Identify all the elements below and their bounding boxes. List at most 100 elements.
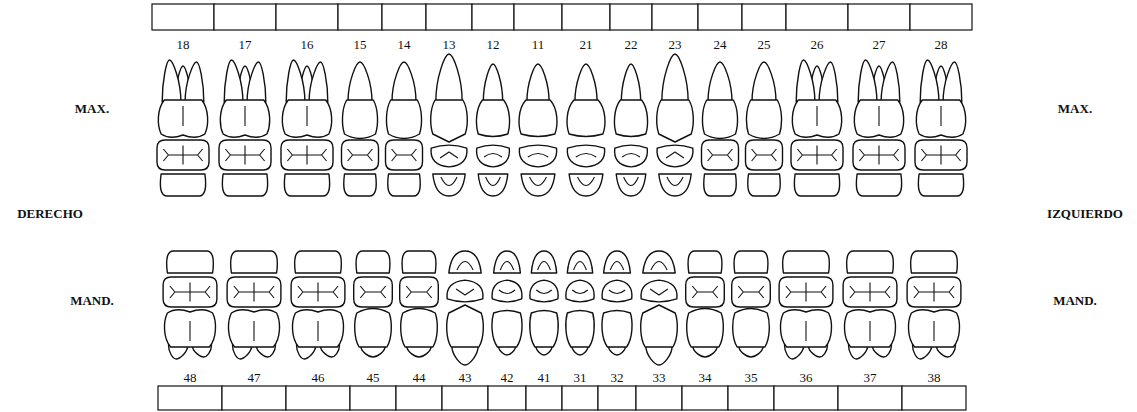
tooth — [641, 251, 678, 365]
record-box — [598, 386, 636, 410]
tooth-occlusal — [791, 140, 843, 170]
tooth-root — [224, 60, 243, 102]
tooth-groove — [933, 321, 934, 341]
tooth-fissure — [170, 282, 210, 301]
tooth-root — [247, 62, 266, 102]
tooth-groove — [253, 321, 254, 341]
tooth-number: 45 — [367, 371, 380, 384]
tooth-lingual — [748, 174, 781, 196]
tooth-root — [185, 62, 204, 102]
tooth-crown — [530, 311, 558, 348]
tooth-lingual — [643, 251, 675, 273]
record-box — [338, 4, 382, 30]
tooth-fissure — [440, 152, 458, 158]
tooth — [530, 251, 558, 355]
tooth-number: 38 — [928, 371, 941, 384]
tooth-number: 48 — [184, 371, 197, 384]
tooth-root — [348, 62, 372, 102]
tooth-occlusal — [657, 145, 693, 167]
tooth-number: 31 — [574, 371, 587, 384]
tooth-fissure — [914, 282, 954, 301]
tooth-fissure — [287, 145, 326, 164]
tooth-fissure — [576, 154, 596, 158]
tooth-number: 26 — [811, 38, 824, 51]
tooth-number: 18 — [177, 38, 190, 51]
tooth-number: 12 — [487, 38, 500, 51]
tooth-lingual — [704, 174, 737, 196]
tooth-fissure — [499, 290, 515, 294]
tooth-root — [881, 62, 900, 102]
tooth-lingual — [616, 174, 646, 196]
tooth-root — [575, 64, 597, 102]
tooth-occlusal — [163, 277, 217, 307]
tooth-occlusal — [219, 140, 271, 170]
tooth-crown — [566, 311, 594, 348]
tooth — [519, 64, 557, 196]
tooth-number: 44 — [413, 371, 426, 384]
tooth — [492, 251, 522, 355]
tooth-number: 28 — [935, 38, 948, 51]
tooth-crown — [220, 100, 269, 137]
record-box — [396, 386, 442, 410]
tooth-crown — [657, 100, 694, 142]
tooth-lingual — [449, 251, 481, 273]
tooth-lingual — [918, 174, 963, 196]
tooth-number: 16 — [301, 38, 314, 51]
record-box — [514, 4, 562, 30]
tooth-lingual — [856, 174, 901, 196]
tooth-crown — [492, 311, 522, 348]
tooth-fissure — [738, 286, 763, 298]
tooth — [853, 60, 905, 196]
tooth-number: 11 — [532, 38, 545, 51]
tooth-occlusal — [686, 277, 725, 307]
tooth — [354, 251, 393, 357]
tooth-occlusal — [853, 140, 905, 170]
record-box — [838, 386, 902, 410]
tooth-crown — [519, 100, 557, 137]
tooth-fissure — [392, 149, 417, 161]
tooth-fissure — [441, 177, 457, 186]
tooth-crown — [355, 309, 392, 348]
record-box — [526, 386, 562, 410]
tooth-fissure — [530, 177, 547, 186]
tooth — [566, 251, 594, 355]
tooth-groove — [816, 106, 817, 126]
tooth — [602, 251, 632, 355]
tooth-occlusal — [386, 140, 423, 170]
record-box — [562, 4, 610, 30]
tooth-crown — [447, 305, 484, 347]
tooth — [915, 60, 967, 196]
tooth-fissure — [500, 262, 513, 271]
tooth-fissure — [624, 177, 639, 186]
tooth-crown — [164, 310, 215, 347]
record-box — [350, 386, 396, 410]
tooth-lingual — [604, 251, 631, 273]
tooth-lingual — [494, 251, 521, 273]
tooth — [431, 54, 468, 196]
tooth-crown — [641, 305, 678, 347]
tooth-number: 46 — [312, 371, 325, 384]
record-box — [214, 4, 276, 30]
side-label: MAND. — [70, 294, 114, 307]
tooth-lingual — [388, 174, 421, 196]
tooth-occlusal — [907, 277, 961, 307]
tooth-crown — [746, 100, 781, 139]
tooth-number: 21 — [580, 38, 593, 51]
tooth-root — [646, 345, 672, 365]
tooth-occlusal — [519, 145, 556, 167]
tooth-fissure — [708, 149, 733, 161]
tooth-root — [943, 62, 962, 102]
tooth-crown — [282, 100, 331, 137]
record-box — [562, 386, 598, 410]
tooth-number: 34 — [699, 371, 712, 384]
tooth-lingual — [521, 174, 555, 196]
tooth-occlusal — [477, 145, 510, 167]
side-label: MAND. — [1053, 294, 1097, 307]
tooth-groove — [317, 321, 318, 341]
tooth-root — [858, 60, 877, 102]
tooth-occlusal — [291, 277, 345, 307]
tooth — [476, 64, 509, 196]
tooth-lingual — [356, 251, 390, 273]
tooth-occlusal — [354, 277, 393, 307]
tooth-groove — [244, 106, 245, 126]
